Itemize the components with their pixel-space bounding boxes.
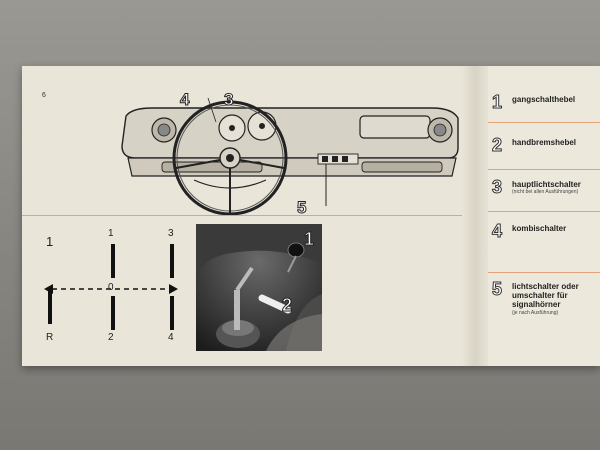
legend-number: 2 [491, 135, 503, 155]
legend-label: kombischalter [512, 224, 567, 233]
section-divider [22, 215, 462, 216]
callout-3: 3 [223, 90, 234, 109]
manual-spread: 6 4 3 [22, 66, 600, 366]
gear-lever-photo-svg [196, 224, 322, 351]
legend-number: 3 [491, 177, 503, 197]
legend-note: (nicht bei allen Ausführungen) [512, 189, 579, 196]
gear-lever-photo: 1 2 [196, 224, 322, 351]
legend-separator [488, 211, 600, 212]
shift-label-0: 0 [108, 282, 114, 293]
shift-label-3: 3 [168, 228, 174, 239]
photo-callout-1: 1 [303, 229, 315, 249]
shift-label-r: R [46, 332, 54, 343]
shift-label-4: 4 [168, 332, 174, 343]
legend-page: 1 gangschalthebel 2 handbremshebel 3 hau… [488, 66, 600, 366]
shift-pattern-svg [44, 244, 178, 330]
dashboard-illustration [121, 97, 459, 216]
page-number: 6 [42, 92, 46, 99]
legend-number: 1 [491, 92, 503, 112]
legend-list: 1 gangschalthebel 2 handbremshebel 3 hau… [488, 66, 600, 366]
legend-label: handbremshebel [512, 138, 577, 147]
shift-label-top-1: 1 [108, 228, 114, 239]
legend-separator [488, 122, 600, 123]
legend-separator [488, 169, 600, 170]
legend-label-text: lichtschalter oder umschalter für signal… [512, 282, 579, 310]
legend-label: hauptlichtschalter(nicht bei allen Ausfü… [512, 180, 600, 196]
legend-label: gangschalthebel [512, 95, 576, 104]
page-gutter [462, 66, 488, 366]
legend-label: lichtschalter oder umschalter für signal… [512, 282, 600, 316]
legend-label-text: hauptlichtschalter [512, 180, 581, 189]
legend-separator [488, 272, 600, 273]
shift-label-2: 2 [108, 332, 114, 343]
legend-note: (je nach Ausführung) [512, 309, 559, 316]
shift-pattern-diagram: 1 R 1 0 2 3 4 [22, 218, 197, 363]
legend-number: 4 [491, 221, 503, 241]
callout-5: 5 [296, 198, 307, 217]
shift-label-1: 1 [46, 234, 54, 249]
callout-4: 4 [179, 90, 190, 109]
legend-number: 5 [491, 279, 503, 299]
photo-callout-2: 2 [281, 295, 293, 315]
